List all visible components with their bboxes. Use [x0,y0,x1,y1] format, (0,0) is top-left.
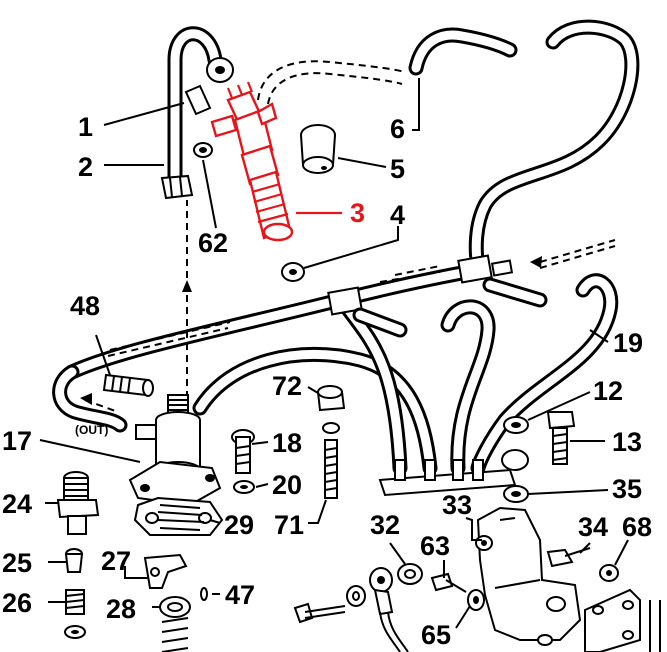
callout-17: 17 [2,426,32,456]
banjo-bottom [293,567,409,652]
callout-62: 62 [198,228,228,258]
callout-68: 68 [622,512,652,542]
callout-13: 13 [612,427,642,457]
return-hoses [52,19,640,476]
callout-18: 18 [272,428,302,458]
callout-labels: 1 2 3 4 5 6 62 48 19 12 13 72 18 20 71 1… [2,112,652,650]
callout-34: 34 [578,512,608,542]
spring-26 [64,589,86,639]
callout-3[interactable]: 3 [350,198,365,228]
pipe-nut-2 [160,174,194,200]
pipe-nut-1 [184,57,234,116]
out-label: (OUT) [75,423,108,437]
callout-48: 48 [70,291,100,321]
washer-20 [233,422,340,494]
callout-47: 47 [225,580,255,610]
cap-part-5 [300,124,336,174]
nut-72 [316,385,346,412]
bolt-18 [231,429,255,474]
bracket [584,588,661,652]
callout-28: 28 [106,594,136,624]
fuel-pump-17 [128,394,224,536]
callout-1: 1 [78,112,93,142]
callout-24: 24 [2,489,32,519]
stud-71 [324,439,338,499]
lever-27 [143,553,188,589]
return-manifold [378,449,529,497]
washer-12 [503,416,529,434]
flow-arrows [80,200,616,413]
callout-5: 5 [390,154,405,184]
fitting-48 [102,373,154,397]
callout-63: 63 [420,531,450,561]
callout-29: 29 [224,510,254,540]
nut-68 [599,564,619,582]
washer-4 [281,262,305,282]
leader-lines [39,78,629,629]
washer-28 [159,596,191,652]
callout-2: 2 [78,152,93,182]
ring-47 [200,587,208,601]
callout-71: 71 [274,510,304,540]
callout-12: 12 [593,376,623,406]
callout-4: 4 [390,200,405,230]
fitting-25 [64,548,84,573]
washer-32 [397,563,423,585]
callout-35: 35 [612,474,642,504]
callout-6: 6 [390,114,405,144]
bolt-63 [430,572,467,593]
callout-26: 26 [2,588,32,618]
callout-72: 72 [272,371,302,401]
washer-62 [193,142,213,158]
injector-part-3[interactable] [210,81,294,242]
callout-65: 65 [421,620,451,650]
callout-25: 25 [2,548,32,578]
callout-20: 20 [272,470,302,500]
callout-33: 33 [442,490,472,520]
fitting-24 [56,471,100,535]
washer-65 [467,589,485,611]
bolt-34 [546,547,591,568]
callout-19: 19 [613,328,643,358]
washer-35 [503,485,529,503]
bolt-13 [546,411,576,465]
callout-32: 32 [370,510,400,540]
filter-head-33 [475,506,582,646]
callout-27: 27 [101,546,131,576]
tee-fittings [327,254,548,338]
